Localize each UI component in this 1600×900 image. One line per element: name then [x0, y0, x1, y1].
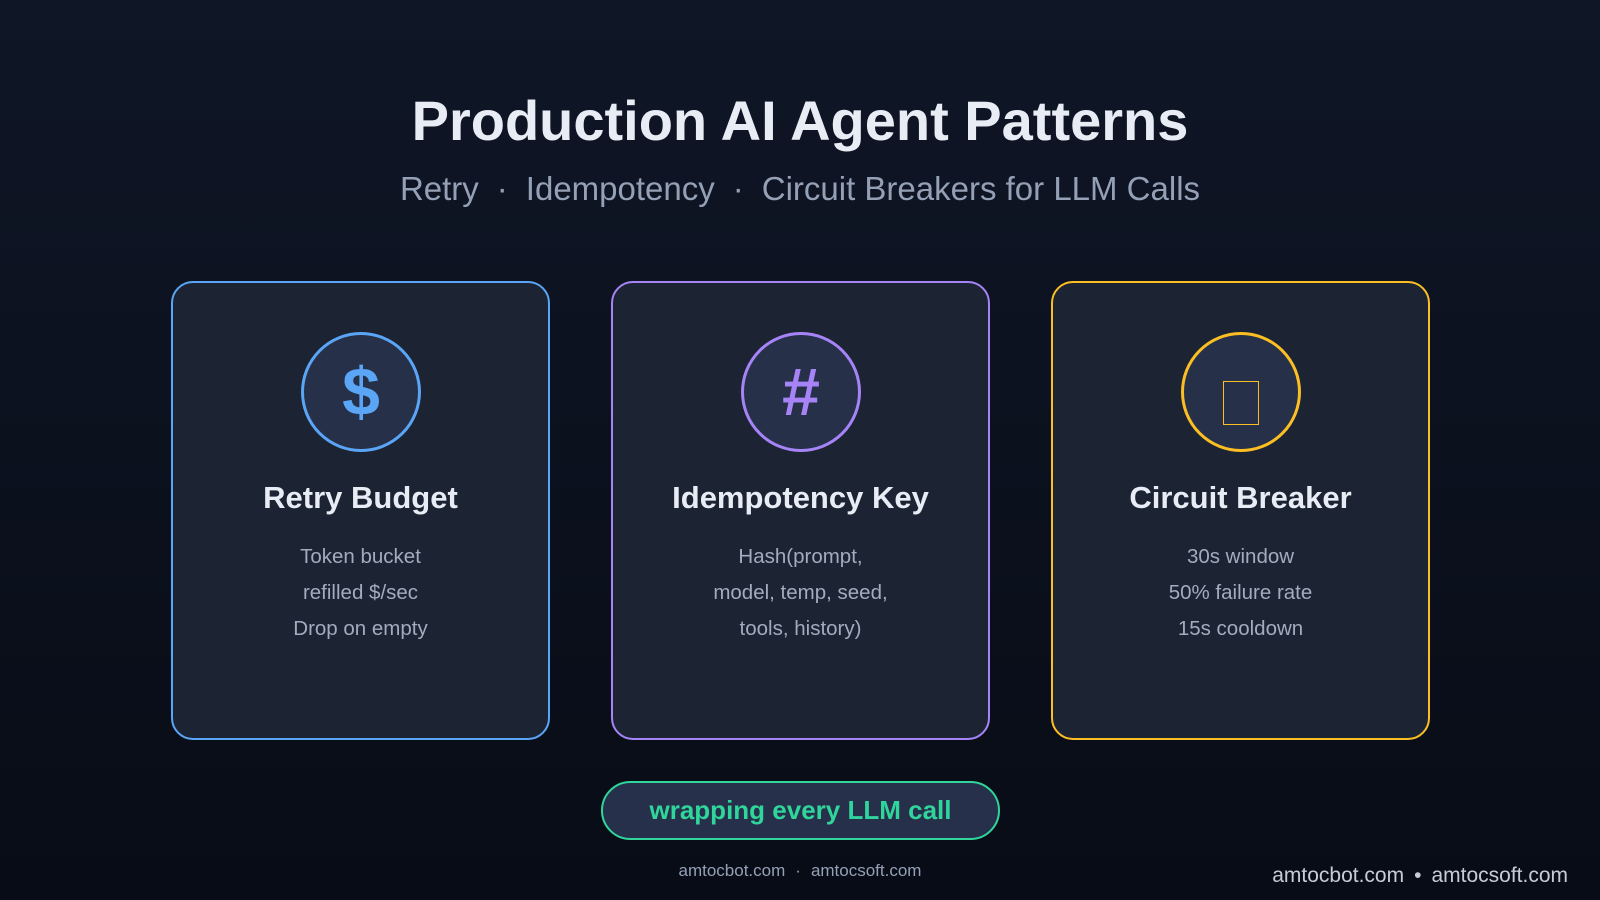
subtitle: Retry · Idempotency · Circuit Breakers for L…: [0, 170, 1600, 208]
footer-link: amtocbot.com: [678, 861, 786, 880]
footer-link: amtocsoft.com: [1431, 864, 1568, 887]
card-line: 50% failure rate: [1168, 581, 1313, 604]
card-circuit-breaker: Circuit Breaker 30s window 50% failure ra…: [1051, 281, 1430, 740]
footer-link: amtocbot.com: [1272, 864, 1405, 887]
card-idempotency-key: # Idempotency Key Hash(prompt, model, tem…: [611, 281, 990, 740]
card-title: Circuit Breaker: [1129, 480, 1352, 515]
subtitle-idempotency: Idempotency: [525, 170, 715, 207]
dollar-icon: $: [301, 332, 421, 452]
card-line: 30s window: [1186, 545, 1295, 568]
subtitle-retry: Retry: [399, 170, 479, 207]
hash-icon: #: [741, 332, 861, 452]
card-retry-budget: $ Retry Budget Token bucket refilled $/se…: [171, 281, 550, 740]
footer-corner: amtocbot.com • amtocsoft.com: [1272, 864, 1568, 888]
card-title: Retry Budget: [263, 480, 458, 515]
card-title: Idempotency Key: [672, 480, 929, 515]
card-line: 15s cooldown: [1177, 617, 1304, 640]
card-line: refilled $/sec: [302, 581, 419, 604]
missing-glyph-icon: [1181, 332, 1301, 452]
subtitle-circuit: Circuit Breakers for LLM Calls: [761, 170, 1201, 207]
page-title: Production AI Agent Patterns: [411, 89, 1189, 152]
footer-link: amtocsoft.com: [810, 861, 922, 880]
separator: ·: [732, 170, 744, 207]
separator: ·: [496, 170, 508, 207]
card-line: Token bucket: [300, 545, 421, 568]
card-line: Drop on empty: [293, 617, 428, 640]
card-line: model, temp, seed,: [713, 581, 888, 604]
footer-center: amtocbot.com · amtocsoft.com: [0, 861, 1600, 881]
wrapping-pill: wrapping every LLM call: [601, 781, 1000, 840]
separator: •: [1414, 864, 1422, 887]
separator: ·: [795, 861, 801, 880]
card-line: tools, history): [739, 617, 862, 640]
card-line: Hash(prompt,: [738, 545, 863, 568]
